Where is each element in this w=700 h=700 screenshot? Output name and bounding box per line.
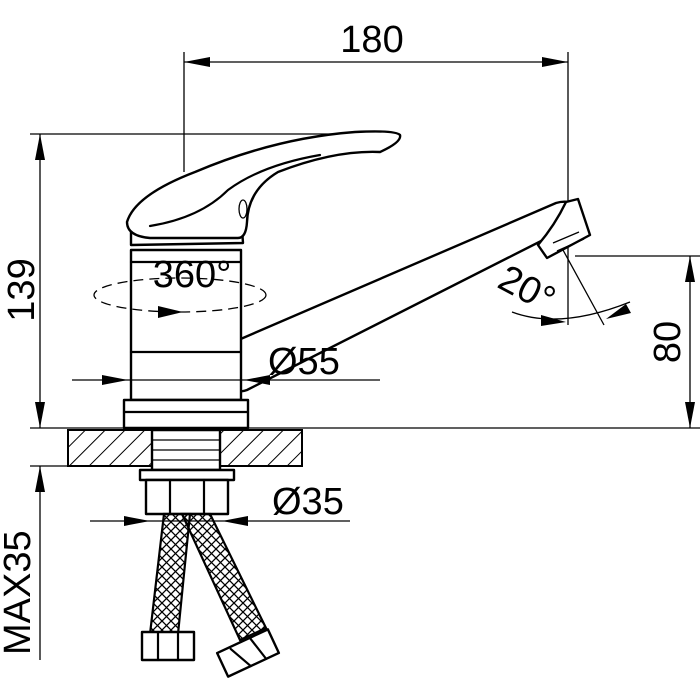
rotation-arrow — [158, 306, 183, 318]
thread-diameter-arrow-right — [222, 516, 248, 526]
mounting-assembly — [138, 428, 236, 516]
spout-angle-arrow-left — [541, 315, 566, 326]
hose-right-fitting-face-1 — [229, 647, 252, 668]
length-arrow-left — [184, 57, 210, 67]
spout-angle-arrow-right — [606, 304, 631, 319]
body-diameter-dimension: Ø55 — [72, 341, 380, 385]
faucet-body — [122, 248, 250, 430]
hose-right — [180, 512, 268, 642]
length-arrow-right — [542, 57, 568, 67]
max-thickness-dimension: MAX35 — [0, 465, 70, 660]
hose-right-fitting-face-2 — [248, 636, 268, 660]
thread-diameter-dimension: Ø35 — [90, 481, 350, 526]
hose-left-fitting — [140, 630, 196, 662]
hose-right-fitting — [215, 628, 281, 678]
spout-axis-tilted — [562, 249, 605, 326]
height-arrow-top — [35, 134, 45, 160]
handle-lever — [125, 130, 402, 247]
counter-right-hatch — [219, 429, 303, 467]
thread-diameter-label: Ø35 — [272, 481, 344, 523]
lever-edge — [148, 153, 322, 228]
spout-height-arrow-bottom — [685, 402, 695, 428]
body-base — [122, 398, 250, 430]
body-diameter-arrow-left — [102, 375, 128, 385]
mounting-washer — [138, 468, 236, 482]
counter-left-hatch — [67, 429, 153, 467]
flexible-hoses — [140, 512, 281, 678]
height-arrow-bottom — [35, 402, 45, 428]
lever-arm — [125, 130, 402, 240]
hose-left — [148, 512, 192, 636]
max-thickness-label: MAX35 — [0, 530, 39, 655]
body-diameter-label: Ø55 — [268, 341, 340, 383]
height-label: 139 — [1, 258, 43, 321]
rotation-ellipse — [93, 277, 267, 313]
spout-height-label: 80 — [647, 321, 689, 363]
body-diameter-arrow-right — [244, 375, 270, 385]
max-thickness-arrow-top — [35, 466, 45, 492]
length-dimension: 180 — [183, 19, 569, 205]
spout-height-dimension: 80 — [575, 255, 700, 428]
spout-angle-arc — [511, 301, 631, 320]
spout — [234, 197, 592, 393]
body-cylinder — [129, 248, 243, 402]
length-label: 180 — [340, 19, 403, 61]
height-dimension: 139 — [1, 133, 394, 428]
rotation-indicator: 360° — [93, 254, 267, 318]
lever-screw — [238, 199, 248, 219]
rotation-label: 360° — [153, 254, 232, 296]
spout-angle-label: 20° — [491, 257, 561, 321]
thread-diameter-arrow-left — [124, 516, 150, 526]
spout-height-arrow-top — [685, 256, 695, 282]
mounting-nut — [144, 478, 230, 516]
spout-aerator-detail — [552, 231, 585, 252]
